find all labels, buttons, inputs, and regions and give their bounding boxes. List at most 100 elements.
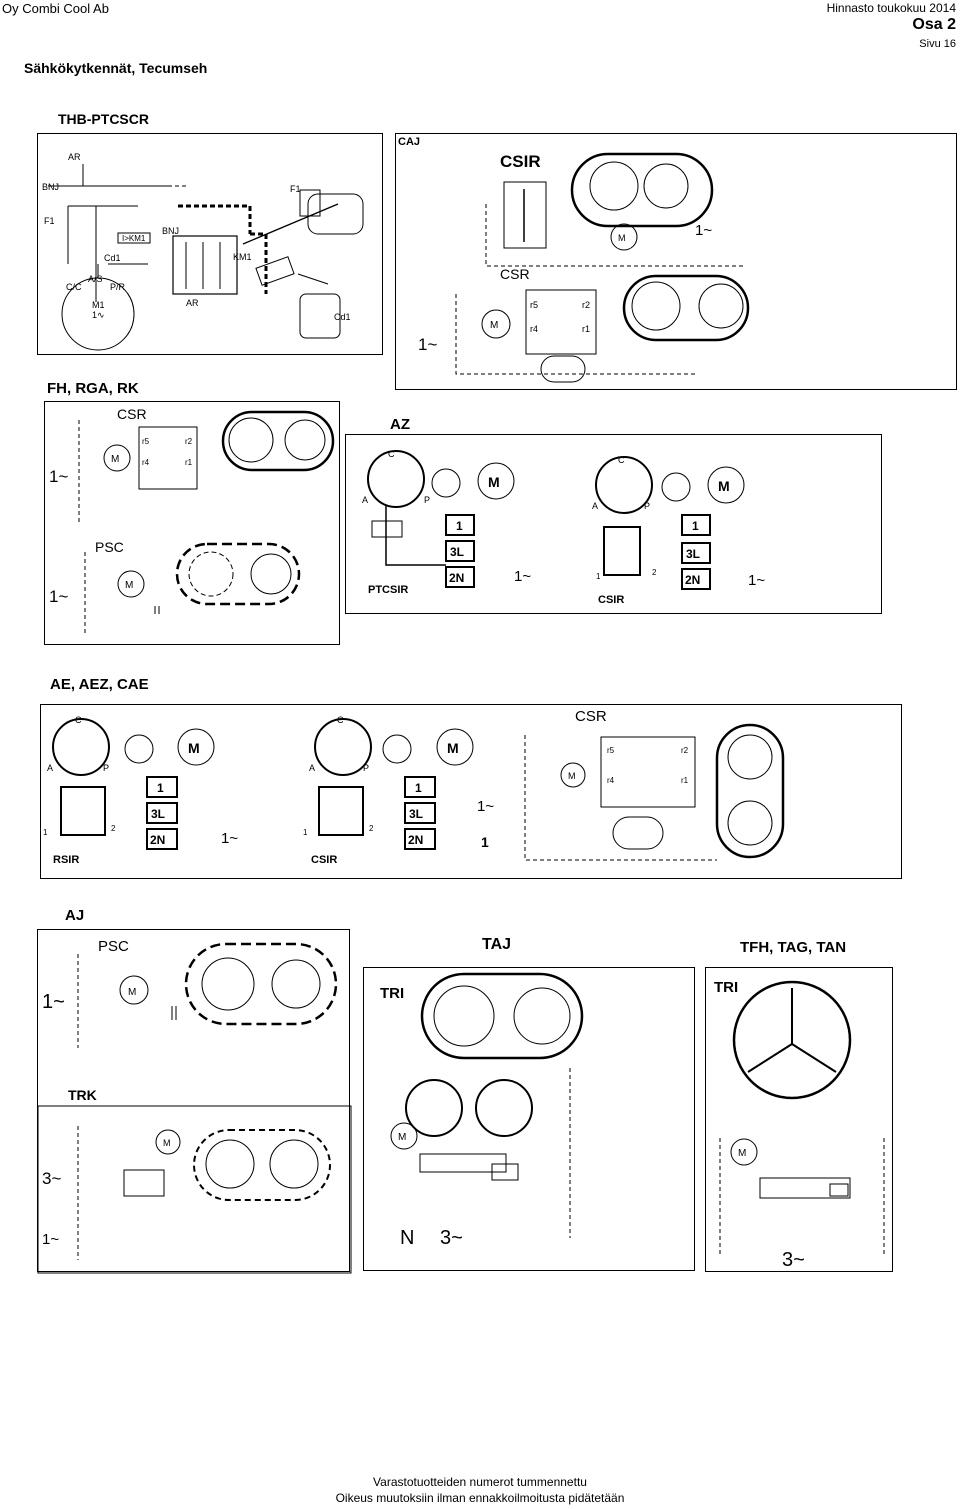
section-title-trk: TRK [68, 1087, 97, 1103]
label-1phase-ae2: 1~ [477, 798, 494, 815]
terminal-1-az2: 1 [692, 519, 699, 533]
label-p-az1: P [424, 495, 430, 505]
label-m-trk: M [163, 1138, 171, 1148]
label-m-az1: M [488, 474, 500, 490]
terminal-3l-az2: 3L [686, 547, 700, 561]
label-c-az2: C [618, 455, 625, 465]
label-km1: KM1 [233, 252, 252, 262]
diagram-taj: TRI M N 3~ [363, 967, 695, 1271]
diagram-tfh-tag-tan: TRI M 3~ [705, 967, 893, 1272]
label-csir-caj: CSIR [500, 152, 541, 171]
wiring-diagram-ae: C A P M 1 3L 2N 1~ 1 2 RSIR C A P M 1 3L… [43, 708, 785, 866]
label-1phase-caj1: 1~ [695, 222, 712, 239]
label-a-az2: A [592, 501, 598, 511]
label-r4-ae: r4 [607, 776, 615, 785]
label-ar-bottom: AR [186, 298, 199, 308]
label-1phase-az1: 1~ [514, 568, 531, 585]
document-title: Sähkökytkennät, Tecumseh [24, 60, 208, 76]
label-2-ae1: 2 [111, 824, 116, 833]
diagram-fh-rga-rk: CSR r5 r2 r4 r1 M 1~ PSC M 1~ [44, 401, 340, 645]
label-tri-tfh: TRI [714, 979, 738, 996]
label-r5-caj: r5 [530, 300, 538, 310]
label-c-ae1: C [75, 715, 82, 725]
label-m-fh1: M [111, 454, 119, 465]
label-psc-fh: PSC [95, 539, 124, 555]
label-p-ae1: P [103, 763, 109, 773]
label-m1: M1 [92, 300, 105, 310]
label-r2-fh: r2 [185, 437, 193, 446]
label-1-az2: 1 [596, 572, 601, 581]
label-r1-fh: r1 [185, 458, 193, 467]
label-m-aj: M [128, 987, 136, 998]
label-bnj-mid: BNJ [162, 226, 179, 236]
terminal-2n-ae2: 2N [408, 833, 423, 847]
wiring-diagram-thb: AR BNJ F1 F1 I>KM1 BNJ KM1 Cd1 A/S C/C P… [42, 152, 364, 351]
label-1phase-fh2: 1~ [49, 587, 68, 606]
label-as: A/S [88, 274, 103, 284]
label-n-taj: N [400, 1227, 414, 1249]
label-r5-ae: r5 [607, 746, 615, 755]
label-m1-phase: 1∿ [92, 310, 105, 320]
company-name: Oy Combi Cool Ab [2, 1, 109, 16]
label-2-az2: 2 [652, 568, 657, 577]
label-bnj-left: BNJ [42, 182, 59, 192]
section-title-fh: FH, RGA, RK [47, 380, 139, 397]
label-1phase-fh1: 1~ [49, 467, 68, 486]
label-1phase-aj: 1~ [42, 991, 65, 1013]
price-list-date: Hinnasto toukokuu 2014 [826, 1, 956, 15]
label-rsir: RSIR [53, 854, 79, 866]
diagram-thb-ptcscr: AR BNJ F1 F1 I>KM1 BNJ KM1 Cd1 A/S C/C P… [37, 133, 383, 355]
label-a-ae2: A [309, 763, 315, 773]
label-m-fh2: M [125, 580, 133, 591]
label-c-ae2: C [337, 715, 344, 725]
label-cd1-right: Cd1 [334, 312, 351, 322]
terminal-1-ae2: 1 [415, 781, 422, 795]
terminal-1-az1: 1 [456, 519, 463, 533]
section-title-az: AZ [390, 416, 410, 433]
label-a-az1: A [362, 495, 368, 505]
diagram-ae-aez-cae: C A P M 1 3L 2N 1~ 1 2 RSIR C A P M 1 3L… [40, 704, 902, 879]
label-1phase-trk: 1~ [42, 1231, 59, 1248]
label-1phase-ae1: 1~ [221, 830, 238, 847]
label-csr-caj: CSR [500, 266, 530, 282]
section-title-caj: CAJ [398, 136, 420, 148]
label-m-ae2: M [447, 740, 459, 756]
footer-note-stock: Varastotuotteiden numerot tummennettu [373, 1475, 587, 1489]
page-number: Sivu 16 [919, 38, 956, 50]
label-p-az2: P [644, 501, 650, 511]
label-tri-taj: TRI [380, 985, 404, 1002]
section-title-aj: AJ [65, 907, 85, 924]
label-2-ae2: 2 [369, 824, 374, 833]
section-title-taj: TAJ [482, 936, 512, 953]
label-r2-ae: r2 [681, 746, 689, 755]
label-csr-ae: CSR [575, 708, 607, 725]
diagram-caj: CAJ CSIR M 1~ CSR r5 r2 r4 r1 M 1~ [395, 133, 957, 390]
label-f1-right: F1 [290, 184, 301, 194]
label-r1-caj: r1 [582, 324, 590, 334]
label-1phase-caj2: 1~ [418, 335, 437, 354]
terminal-2n-az1: 2N [449, 571, 464, 585]
label-csir-ae: CSIR [311, 854, 337, 866]
wiring-diagram-caj: CAJ CSIR M 1~ CSR r5 r2 r4 r1 M 1~ [398, 136, 750, 383]
label-r1-ae: r1 [681, 776, 689, 785]
label-m-caj1: M [618, 233, 626, 243]
terminal-2n-ae1: 2N [150, 833, 165, 847]
label-m-tfh: M [738, 1148, 746, 1159]
label-r2-caj: r2 [582, 300, 590, 310]
label-m-az2: M [718, 478, 730, 494]
part-number: Osa 2 [912, 16, 956, 33]
footer-note-rights: Oikeus muutoksiin ilman ennakkoilmoitust… [335, 1491, 625, 1505]
wiring-diagram-tfh: TRI M 3~ [714, 979, 885, 1271]
section-title-ae: AE, AEZ, CAE [50, 676, 149, 693]
terminal-1-ae1: 1 [157, 781, 164, 795]
label-3phase-taj: 3~ [440, 1227, 463, 1249]
label-1phase-az2: 1~ [748, 572, 765, 589]
label-m-caj2: M [490, 320, 498, 331]
label-3phase-trk: 3~ [42, 1169, 61, 1188]
label-1-ae2: 1 [481, 834, 489, 850]
label-c-az1: C [388, 449, 395, 459]
label-r5-fh: r5 [142, 437, 150, 446]
wiring-diagram-fh: CSR r5 r2 r4 r1 M 1~ PSC M 1~ [49, 406, 335, 634]
label-m-taj: M [398, 1132, 406, 1143]
diagram-aj-trk: PSC M 1~ TRK M 3~ 1~ [37, 929, 352, 1274]
